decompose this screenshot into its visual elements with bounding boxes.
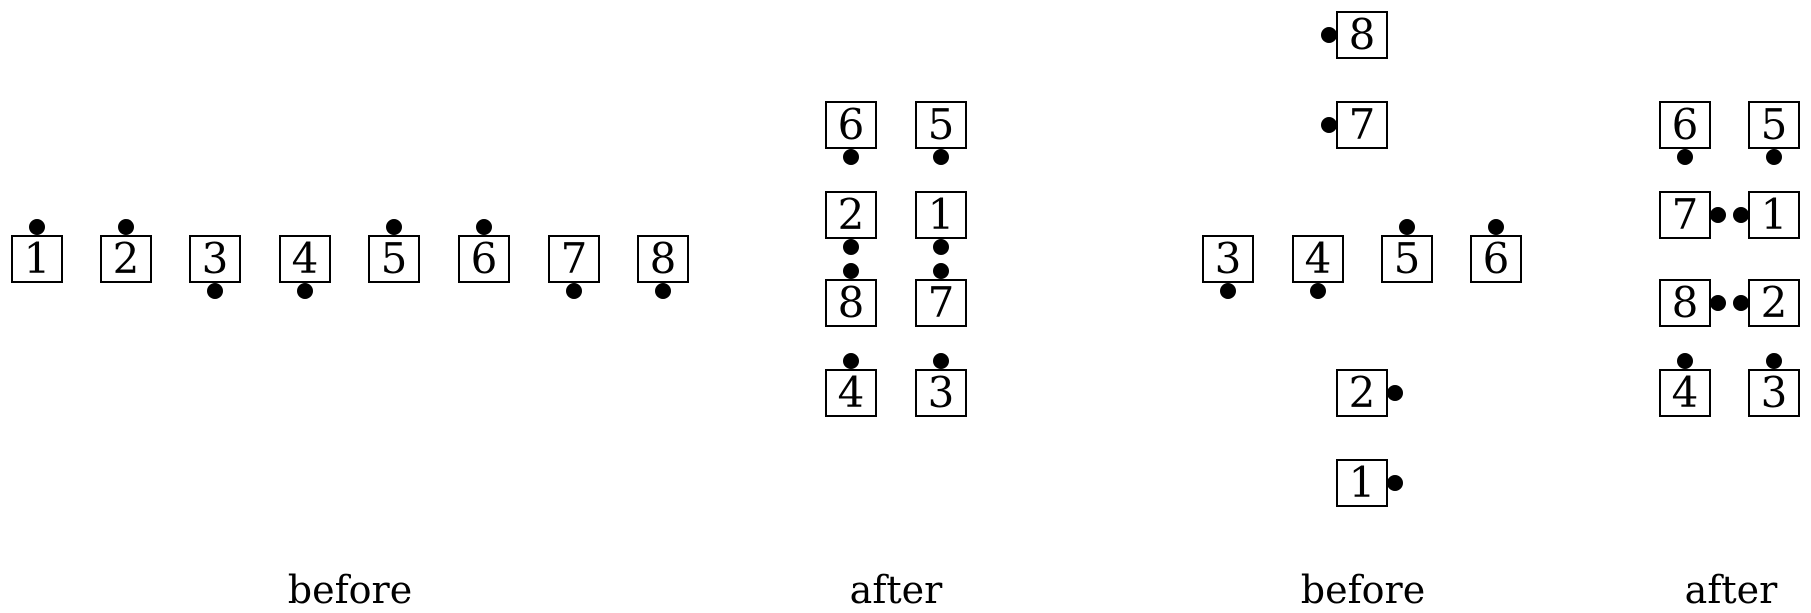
node-box: 3 bbox=[189, 235, 241, 283]
caption-before-1: before bbox=[287, 568, 413, 612]
port-dot bbox=[29, 219, 45, 235]
port-dot bbox=[207, 283, 223, 299]
node-box: 7 bbox=[1336, 101, 1388, 149]
port-dot bbox=[655, 283, 671, 299]
node-box: 6 bbox=[458, 235, 510, 283]
node-box: 3 bbox=[1748, 369, 1800, 417]
port-dot bbox=[386, 219, 402, 235]
port-dot bbox=[1321, 117, 1337, 133]
node-box: 5 bbox=[915, 101, 967, 149]
node-box: 6 bbox=[1659, 101, 1711, 149]
port-dot bbox=[1387, 475, 1403, 491]
port-dot bbox=[1710, 207, 1726, 223]
port-dot bbox=[843, 149, 859, 165]
port-dot bbox=[843, 263, 859, 279]
port-dot bbox=[1321, 27, 1337, 43]
node-box: 3 bbox=[915, 369, 967, 417]
node-box: 3 bbox=[1202, 235, 1254, 283]
port-dot bbox=[933, 263, 949, 279]
node-box: 2 bbox=[100, 235, 152, 283]
port-dot bbox=[1220, 283, 1236, 299]
port-dot bbox=[118, 219, 134, 235]
node-box: 8 bbox=[1659, 279, 1711, 327]
node-box: 4 bbox=[279, 235, 331, 283]
port-dot bbox=[1387, 385, 1403, 401]
port-dot bbox=[1310, 283, 1326, 299]
node-box: 6 bbox=[825, 101, 877, 149]
port-dot bbox=[843, 239, 859, 255]
port-dot bbox=[1677, 149, 1693, 165]
node-box: 7 bbox=[915, 279, 967, 327]
port-dot bbox=[297, 283, 313, 299]
node-box: 8 bbox=[1336, 11, 1388, 59]
node-box: 1 bbox=[915, 191, 967, 239]
port-dot bbox=[933, 353, 949, 369]
caption-after-1: after bbox=[849, 568, 943, 612]
node-box: 2 bbox=[825, 191, 877, 239]
node-box: 8 bbox=[637, 235, 689, 283]
node-box: 5 bbox=[368, 235, 420, 283]
port-dot bbox=[1733, 295, 1749, 311]
node-box: 1 bbox=[1336, 459, 1388, 507]
port-dot bbox=[1488, 219, 1504, 235]
node-box: 1 bbox=[1748, 191, 1800, 239]
node-box: 6 bbox=[1470, 235, 1522, 283]
port-dot bbox=[1733, 207, 1749, 223]
node-box: 4 bbox=[825, 369, 877, 417]
node-box: 2 bbox=[1336, 369, 1388, 417]
port-dot bbox=[476, 219, 492, 235]
node-box: 4 bbox=[1292, 235, 1344, 283]
node-box: 5 bbox=[1748, 101, 1800, 149]
node-box: 7 bbox=[548, 235, 600, 283]
port-dot bbox=[933, 239, 949, 255]
port-dot bbox=[1677, 353, 1693, 369]
port-dot bbox=[843, 353, 859, 369]
port-dot bbox=[1710, 295, 1726, 311]
node-box: 7 bbox=[1659, 191, 1711, 239]
caption-before-2: before bbox=[1300, 568, 1426, 612]
node-box: 5 bbox=[1381, 235, 1433, 283]
node-box: 1 bbox=[11, 235, 63, 283]
node-box: 8 bbox=[825, 279, 877, 327]
port-dot bbox=[1766, 353, 1782, 369]
node-box: 4 bbox=[1659, 369, 1711, 417]
caption-after-2: after bbox=[1684, 568, 1778, 612]
port-dot bbox=[933, 149, 949, 165]
port-dot bbox=[1766, 149, 1782, 165]
port-dot bbox=[1399, 219, 1415, 235]
node-box: 2 bbox=[1748, 279, 1800, 327]
port-dot bbox=[566, 283, 582, 299]
